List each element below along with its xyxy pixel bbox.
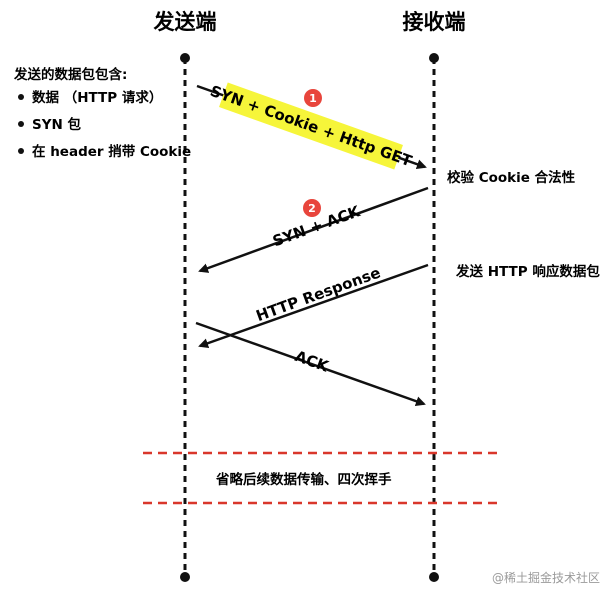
message-4-arrow: [195, 321, 426, 407]
message-3-group: HTTP Response: [198, 263, 429, 349]
left-note-item-syn: SYN 包: [32, 116, 81, 133]
left-note-item-cookie: 在 header 捎带 Cookie: [32, 143, 191, 160]
message-1-highlight: [219, 82, 403, 170]
bullet-icon: [18, 94, 24, 100]
message-2-group: SYN + ACK 2: [198, 186, 429, 273]
sender-end-dot: [180, 572, 190, 582]
message-2-arrow: [198, 186, 429, 273]
bullet-icon: [18, 121, 24, 127]
message-4-label: ACK: [293, 347, 333, 376]
receiver-title: 接收端: [403, 10, 466, 34]
note-send-response: 发送 HTTP 响应数据包: [455, 263, 600, 280]
message-3-label: HTTP Response: [254, 263, 383, 325]
bullet-icon: [18, 148, 24, 154]
message-3-arrow: [198, 263, 429, 349]
watermark: @稀土掘金技术社区: [492, 570, 600, 585]
message-4-group: ACK: [195, 321, 426, 407]
receiver-start-dot: [429, 53, 439, 63]
message-1-group: SYN + Cookie + Http GET 1: [196, 82, 427, 170]
note-validate-cookie: 校验 Cookie 合法性: [447, 169, 576, 186]
badge-1-icon: [304, 89, 322, 107]
sender-start-dot: [180, 53, 190, 63]
sender-title: 发送端: [153, 10, 217, 34]
left-note-item-data: 数据 （HTTP 请求）: [32, 89, 162, 106]
badge-2-text: 2: [308, 202, 316, 215]
receiver-end-dot: [429, 572, 439, 582]
left-notes-heading: 发送的数据包包含:: [13, 66, 127, 83]
badge-2-icon: [303, 199, 321, 217]
badge-1-text: 1: [309, 92, 317, 105]
omission-label-bg: [196, 466, 430, 490]
omission-label: 省略后续数据传输、四次挥手: [215, 471, 392, 488]
